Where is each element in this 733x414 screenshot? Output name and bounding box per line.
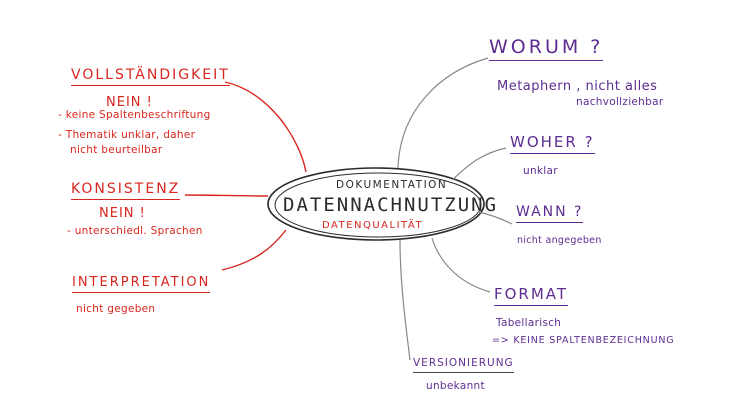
branch-versionierung — [399, 239, 411, 361]
format-title: Format — [494, 287, 569, 306]
konsistenz-title: Konsistenz — [71, 182, 181, 200]
wann-note: nicht angegeben — [517, 235, 602, 246]
konsistenz-answer: NEIN ! — [99, 206, 146, 221]
vollstaendigkeit-title: Vollständigkeit — [71, 68, 230, 86]
center-title: Datennachnutzung — [283, 194, 499, 216]
center-ellipse-inner — [274, 172, 482, 238]
branch-woher — [451, 147, 507, 181]
vollstaendigkeit-note-2a: - Thematik unklar, daher — [58, 129, 196, 141]
branch-worum — [397, 57, 489, 169]
branch-format — [431, 237, 491, 293]
worum-note-1: Metaphern , nicht alles — [497, 79, 658, 94]
vollstaendigkeit-note-1: - keine Spaltenbeschriftung — [58, 109, 211, 121]
versionierung-title: Versionierung — [413, 358, 514, 373]
branch-konsistenz — [184, 194, 269, 197]
format-note-1: Tabellarisch — [496, 317, 562, 329]
center-top-label: Dokumentation — [336, 179, 448, 191]
vollstaendigkeit-answer: NEIN ! — [106, 95, 153, 110]
branch-vollstaendigkeit — [224, 81, 307, 173]
vollstaendigkeit-note-2b: nicht beurteilbar — [70, 144, 163, 156]
interpretation-title: Interpretation — [72, 276, 211, 293]
center-bottom-label: Datenqualität — [322, 220, 424, 231]
woher-note: unklar — [523, 165, 558, 177]
wann-title: Wann ? — [516, 205, 584, 223]
konsistenz-note: - unterschiedl. Sprachen — [67, 225, 203, 237]
versionierung-note: unbekannt — [426, 380, 485, 392]
format-note-2: => Keine Spaltenbezeichnung — [492, 335, 675, 346]
interpretation-note: nicht gegeben — [76, 303, 156, 315]
branch-interpretation — [221, 229, 287, 271]
branch-wann — [477, 211, 513, 225]
worum-title: Worum ? — [489, 38, 604, 61]
center-ellipse — [267, 167, 485, 241]
woher-title: Woher ? — [510, 135, 595, 154]
worum-note-2: nachvollziehbar — [576, 96, 664, 108]
